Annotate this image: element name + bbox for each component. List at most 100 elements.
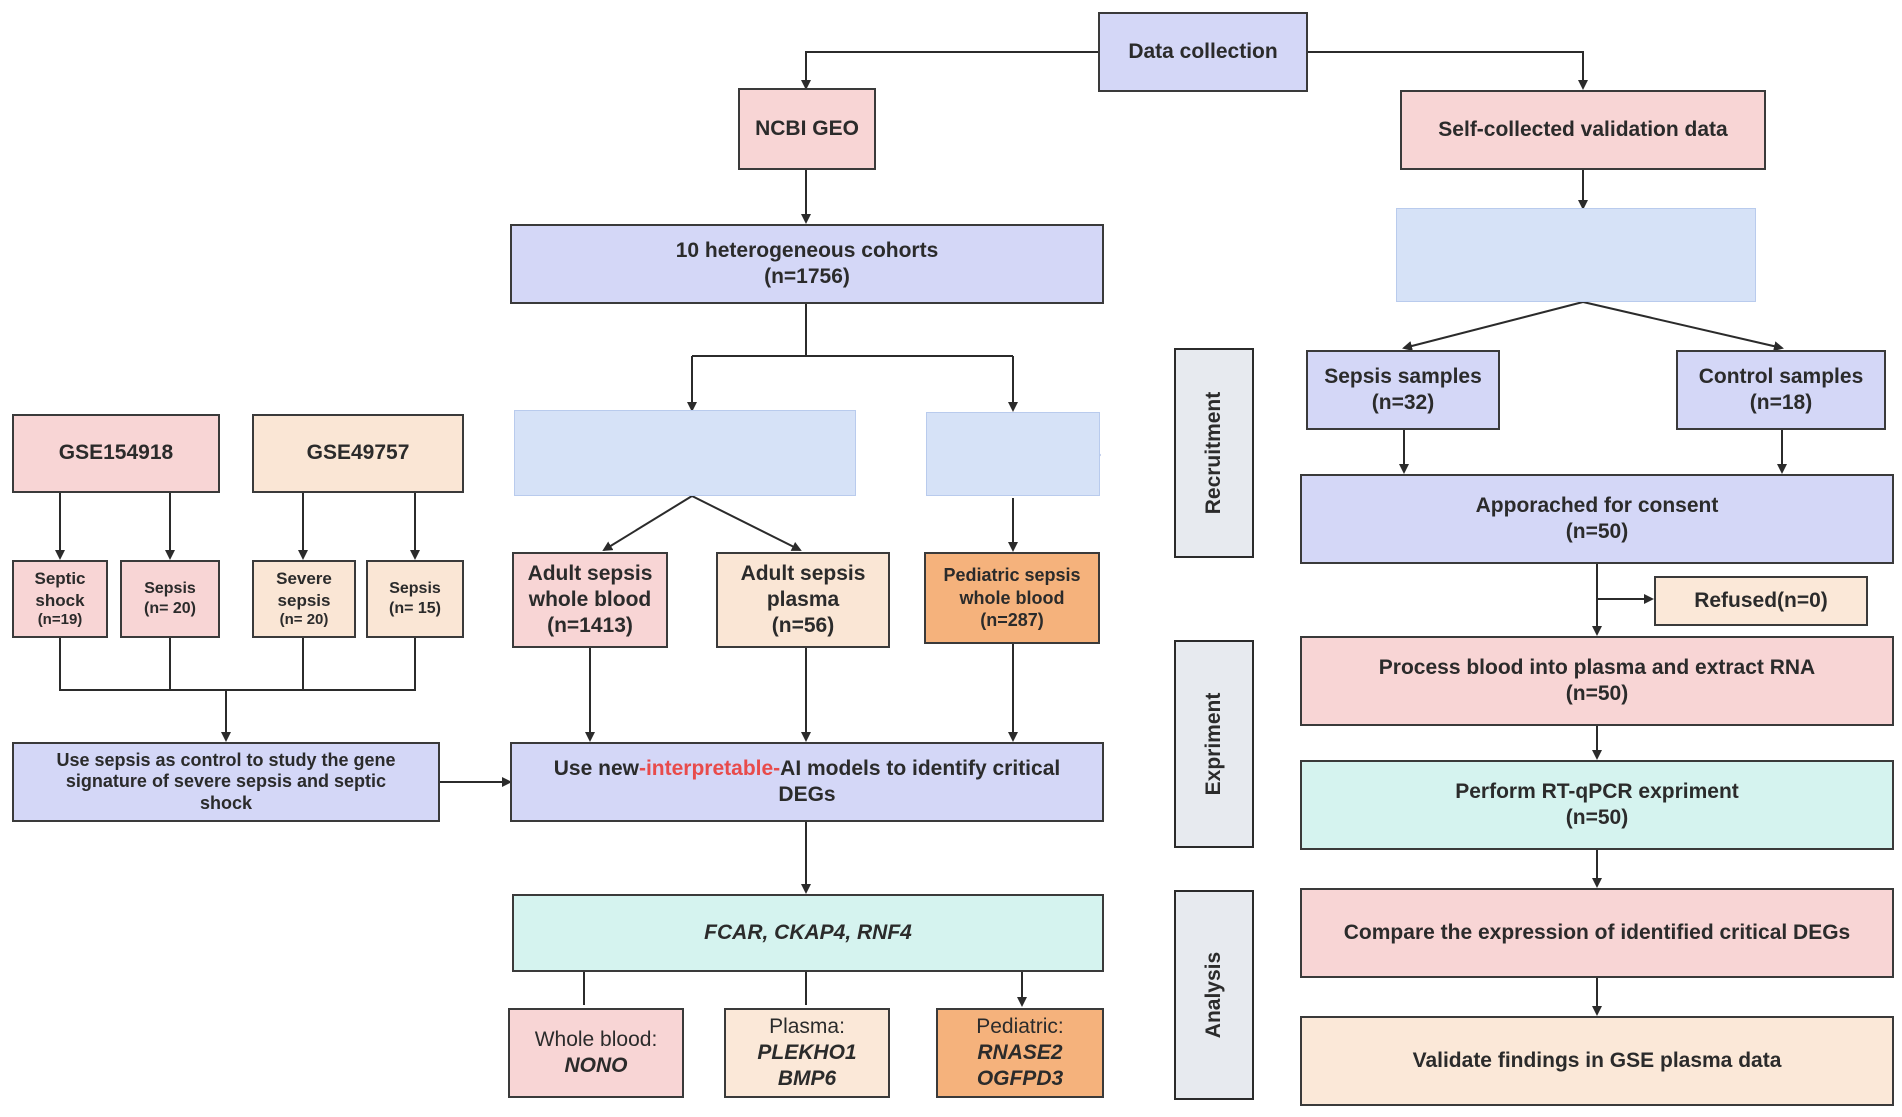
wb-result-label: Whole blood:	[534, 1027, 658, 1051]
pediatric-result-box: Pediatric: RNASE2 OGFPD3	[936, 1008, 1104, 1098]
experiment-stage-label: Expriment	[1202, 692, 1225, 796]
data-collection-box: Data collection	[1098, 12, 1308, 92]
adult-wb-l1: Adult sepsis	[527, 561, 653, 585]
refused-box: Refused(n=0)	[1654, 576, 1868, 626]
control-samples-l1: Control samples	[1698, 364, 1864, 388]
sepsis-control-l1: Use sepsis as control to study the gene	[56, 749, 396, 770]
ped-result-gene1: RNASE2	[977, 1040, 1063, 1064]
ped-result-gene2: OGFPD3	[976, 1067, 1064, 1091]
compare-label: Compare the expression of identified cri…	[1343, 920, 1851, 944]
refused-label: Refused(n=0)	[1694, 588, 1828, 612]
adult-wb-l3: (n=1413)	[547, 614, 633, 638]
gse49757-box: GSE49757	[252, 414, 464, 493]
self-collected-box: Self-collected validation data	[1400, 90, 1766, 170]
adult-pl-l2: plasma	[766, 587, 840, 611]
recruitment-stage-box	[1174, 348, 1254, 558]
edge-adultpeople-plasma	[691, 495, 802, 551]
rtqpcr-l1: Perform RT-qPCR expriment	[1455, 779, 1739, 803]
ai-models-pre: Use new	[553, 756, 639, 780]
gse154918-label: GSE154918	[58, 441, 174, 465]
pediatric-people-panel	[926, 412, 1100, 496]
edge-cohorts-split	[692, 304, 1013, 357]
experiment-stage-box	[1174, 640, 1254, 848]
severe-sepsis-l2: sepsis	[277, 590, 331, 610]
process-blood-box: Process blood into plasma and extract RN…	[1300, 636, 1894, 726]
compare-box: Compare the expression of identified cri…	[1300, 888, 1894, 978]
sepsis-20-l1: Sepsis	[144, 580, 196, 597]
sepsis-15-l1: Sepsis	[389, 580, 441, 597]
plasma-result-box: Plasma: PLEKHO1 BMP6	[724, 1008, 890, 1098]
gse154918-box: GSE154918	[12, 414, 220, 493]
validation-people-panel	[1396, 208, 1756, 302]
septic-shock-l1: Septic	[34, 569, 86, 589]
ped-result-label: Pediatric:	[976, 1014, 1064, 1038]
process-l2: (n=50)	[1565, 682, 1629, 705]
pl-result-label: Plasma:	[769, 1014, 845, 1038]
whole-blood-result-box: Whole blood: NONO	[508, 1008, 684, 1098]
edge-people-control	[1582, 301, 1784, 352]
ai-models-box: Use new-interpretable-AI models to ident…	[510, 742, 1104, 822]
adult-pl-l1: Adult sepsis	[740, 561, 866, 585]
process-l1: Process blood into plasma and extract RN…	[1378, 655, 1816, 679]
ai-models-highlight: -interpretable-	[638, 756, 781, 780]
pl-result-gene2: BMP6	[777, 1067, 837, 1091]
edge-datacollection-self	[1308, 51, 1588, 90]
adult-whole-blood-box: Adult sepsis whole blood (n=1413)	[512, 552, 668, 648]
sepsis-15-l2: (n= 15)	[388, 600, 441, 617]
severe-sepsis-l3: (n= 20)	[279, 610, 329, 628]
control-samples-box: Control samples (n=18)	[1676, 350, 1886, 430]
sepsis-20-box: Sepsis (n= 20)	[120, 560, 220, 638]
ai-models-l2: DEGs	[778, 783, 836, 806]
sepsis-samples-l1: Sepsis samples	[1324, 364, 1482, 388]
septic-shock-l2: shock	[35, 590, 85, 610]
pl-result-gene1: PLEKHO1	[757, 1040, 857, 1064]
sepsis-samples-box: Sepsis samples (n=32)	[1306, 350, 1500, 430]
ai-models-post: AI models to identify critical	[780, 756, 1061, 780]
sepsis-15-box: Sepsis (n= 15)	[366, 560, 464, 638]
control-samples-l2: (n=18)	[1749, 391, 1813, 414]
adult-pl-l3: (n=56)	[771, 614, 835, 638]
edge-datacollection-ncbi	[801, 51, 1098, 90]
recruitment-stage-label: Recruitment	[1202, 391, 1225, 515]
cohorts-title: 10 heterogeneous cohorts	[675, 238, 939, 262]
severe-sepsis-box: Severe sepsis (n= 20)	[252, 560, 356, 638]
validate-label: Validate findings in GSE plasma data	[1412, 1048, 1782, 1072]
self-collected-label: Self-collected validation data	[1438, 117, 1728, 141]
adult-plasma-box: Adult sepsis plasma (n=56)	[716, 552, 890, 648]
ncbi-geo-box: NCBI GEO	[738, 88, 876, 170]
consent-l2: (n=50)	[1565, 520, 1629, 543]
wb-result-gene: NONO	[564, 1054, 628, 1077]
edge-people-sepsis	[1402, 301, 1584, 351]
rtqpcr-box: Perform RT-qPCR expriment (n=50)	[1300, 760, 1894, 850]
adult-people-panel	[514, 410, 856, 496]
sepsis-samples-l2: (n=32)	[1371, 391, 1435, 414]
ncbi-geo-label: NCBI GEO	[755, 116, 859, 140]
edge-adultpeople-wb	[602, 495, 693, 552]
ped-l2: whole blood	[959, 587, 1065, 608]
adult-wb-l2: whole blood	[528, 587, 652, 611]
pediatric-whole-blood-box: Pediatric sepsis whole blood (n=287)	[924, 552, 1100, 644]
validate-box: Validate findings in GSE plasma data	[1300, 1016, 1894, 1106]
ped-l3: (n=287)	[980, 610, 1044, 631]
sepsis-20-l2: (n= 20)	[143, 600, 196, 617]
sepsis-control-l2: signature of severe sepsis and septic	[65, 771, 387, 792]
ai-models-l1: Use new-interpretable-AI models to ident…	[554, 756, 1060, 782]
genes-label: FCAR, CKAP4, RNF4	[704, 920, 912, 944]
data-collection-label: Data collection	[1128, 39, 1278, 63]
sepsis-control-box: Use sepsis as control to study the gene …	[12, 742, 440, 822]
gse49757-label: GSE49757	[306, 441, 410, 465]
analysis-stage-label: Analysis	[1202, 951, 1225, 1039]
heterogeneous-cohorts-box: 10 heterogeneous cohorts (n=1756)	[510, 224, 1104, 304]
septic-shock-l3: (n=19)	[37, 610, 83, 628]
septic-shock-box: Septic shock (n=19)	[12, 560, 108, 638]
ped-l1: Pediatric sepsis	[943, 565, 1081, 586]
severe-sepsis-l1: Severe	[276, 569, 332, 589]
analysis-stage-box	[1174, 890, 1254, 1100]
sepsis-control-l3: shock	[199, 792, 253, 813]
genes-box: FCAR, CKAP4, RNF4	[512, 894, 1104, 972]
consent-l1: Apporached for consent	[1475, 493, 1719, 517]
edge-genes-split	[583, 972, 1022, 1005]
cohorts-count: (n=1756)	[764, 265, 850, 288]
edge-gse-merge	[59, 638, 416, 691]
rtqpcr-l2: (n=50)	[1565, 806, 1629, 829]
